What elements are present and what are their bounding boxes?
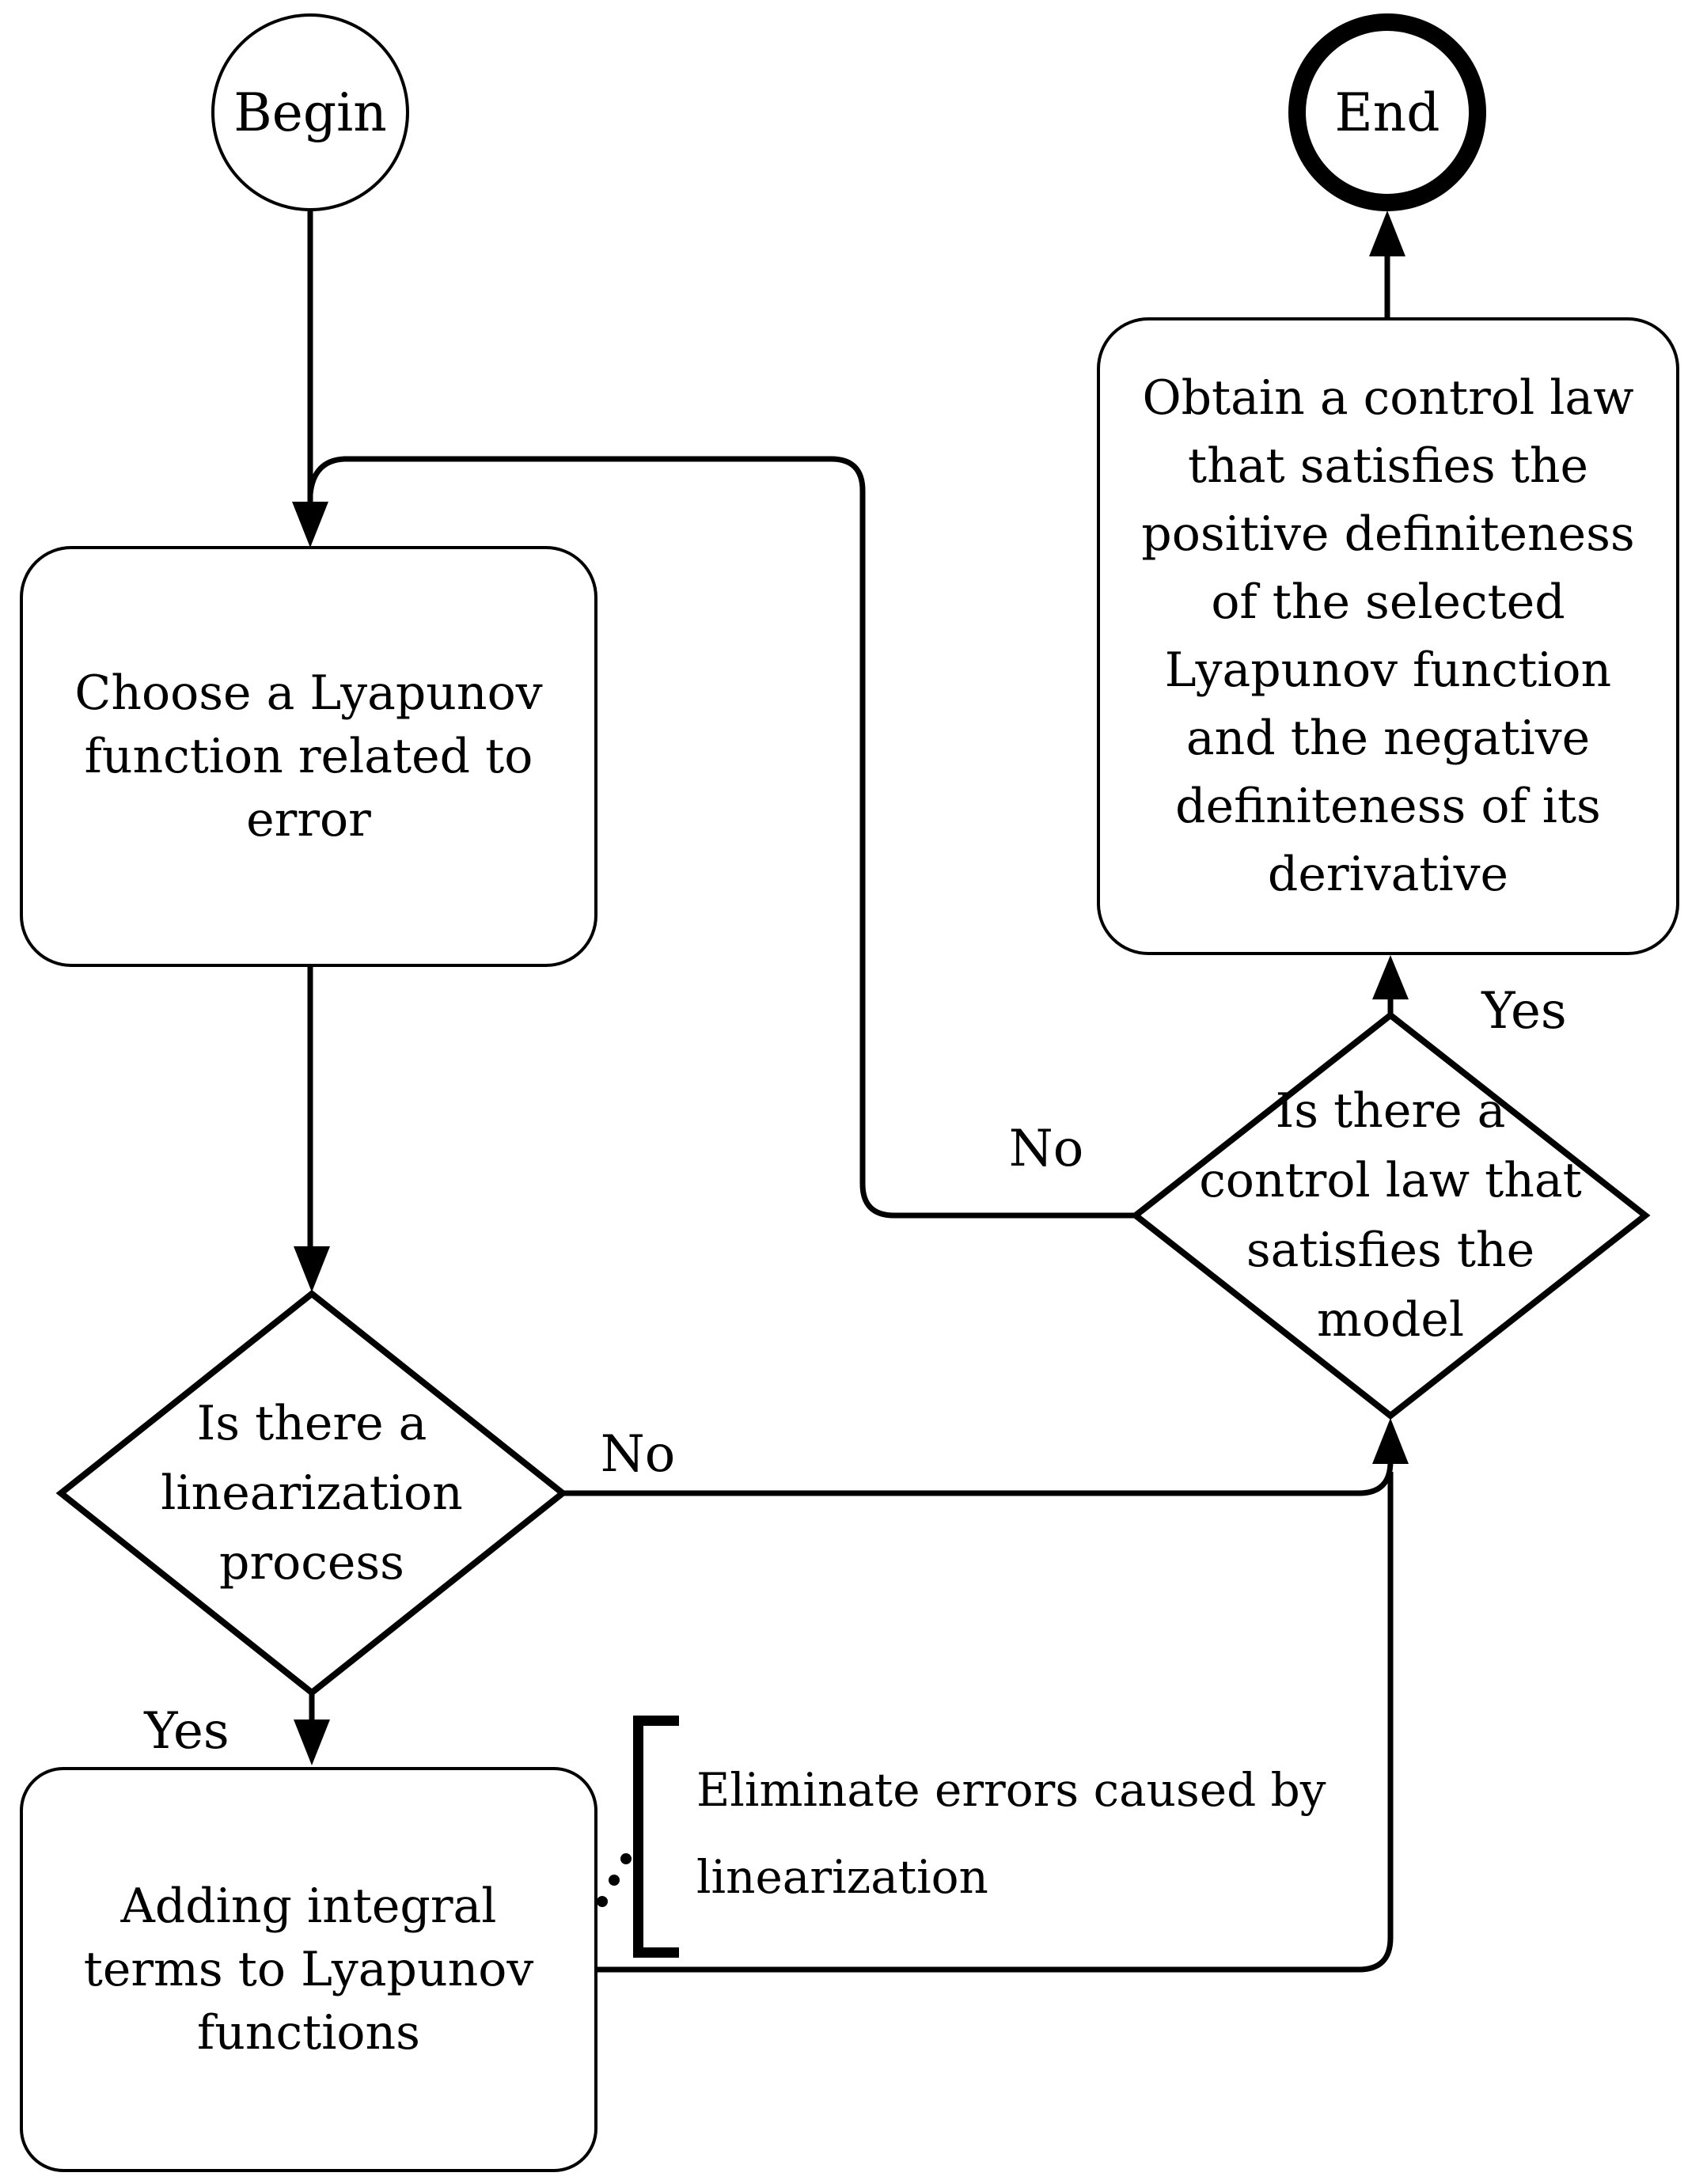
decision-line: Is there a xyxy=(196,1396,427,1451)
obtain-line: derivative xyxy=(1267,847,1509,902)
arrowhead-into-end xyxy=(1369,210,1405,256)
adding-line: Adding integral xyxy=(120,1879,497,1934)
decision-control-law-text: Is there a control law that satisfies th… xyxy=(1153,1076,1628,1355)
end-node: End xyxy=(1288,13,1486,211)
left-square-bracket-icon xyxy=(633,1716,679,1958)
decision-line: model xyxy=(1316,1292,1465,1348)
arrowhead-into-adding xyxy=(294,1720,330,1765)
adding-line: functions xyxy=(197,2005,420,2061)
obtain-line: definiteness of its xyxy=(1175,779,1601,834)
choose-line: Choose a Lyapunov xyxy=(74,665,543,721)
choose-line: function related to xyxy=(84,729,533,784)
annotation-line: Eliminate errors caused by xyxy=(696,1763,1326,1817)
decision-line: process xyxy=(219,1535,404,1591)
arrowhead-into-controllaw xyxy=(1372,1418,1409,1464)
arrowhead-into-obtain xyxy=(1372,955,1409,999)
decision-control-law-diamond xyxy=(1130,1010,1651,1420)
yes-label-left: Yes xyxy=(139,1702,234,1761)
edge-no-left xyxy=(563,1461,1394,1496)
annotation-line: linearization xyxy=(696,1850,988,1904)
diagonal-ellipsis-dot xyxy=(620,1853,632,1864)
end-label: End xyxy=(1334,82,1440,143)
edge-no-feedback xyxy=(307,456,1136,1219)
decision-line: satisfies the xyxy=(1246,1223,1535,1278)
annotation-note: Eliminate errors caused by linearization xyxy=(696,1746,1377,1920)
diagonal-ellipsis-dot xyxy=(609,1875,620,1886)
obtain-control-law-box: Obtain a control law that satisfies the … xyxy=(1097,317,1679,955)
decision-line: Is there a xyxy=(1275,1083,1506,1139)
decision-line: control law that xyxy=(1199,1153,1582,1208)
edge-adding-to-decision xyxy=(597,1472,1394,1973)
arrowhead-into-choose xyxy=(292,502,328,548)
begin-label: Begin xyxy=(233,82,387,143)
decision-linearization-diamond xyxy=(55,1289,568,1697)
decision-linearization-text: Is there a linearization process xyxy=(74,1389,549,1598)
yes-label-right: Yes xyxy=(1477,982,1572,1041)
choose-line: error xyxy=(246,792,371,847)
obtain-line: of the selected xyxy=(1211,574,1565,630)
adding-line: terms to Lyapunov xyxy=(83,1942,534,1997)
decision-line: linearization xyxy=(161,1465,463,1521)
arrowhead-into-linearization xyxy=(294,1246,330,1292)
obtain-line: that satisfies the xyxy=(1187,438,1588,494)
diagonal-ellipsis-dot xyxy=(597,1896,608,1907)
obtain-line: positive definiteness xyxy=(1141,506,1635,562)
obtain-line: Lyapunov function xyxy=(1164,643,1612,698)
adding-integral-terms-box: Adding integral terms to Lyapunov functi… xyxy=(20,1767,597,2172)
begin-node: Begin xyxy=(211,13,409,211)
no-label-right: No xyxy=(1003,1120,1089,1178)
no-label-left: No xyxy=(595,1425,681,1484)
obtain-line: and the negative xyxy=(1185,711,1591,766)
obtain-line: Obtain a control law xyxy=(1142,370,1634,426)
choose-lyapunov-box: Choose a Lyapunov function related to er… xyxy=(20,546,597,967)
